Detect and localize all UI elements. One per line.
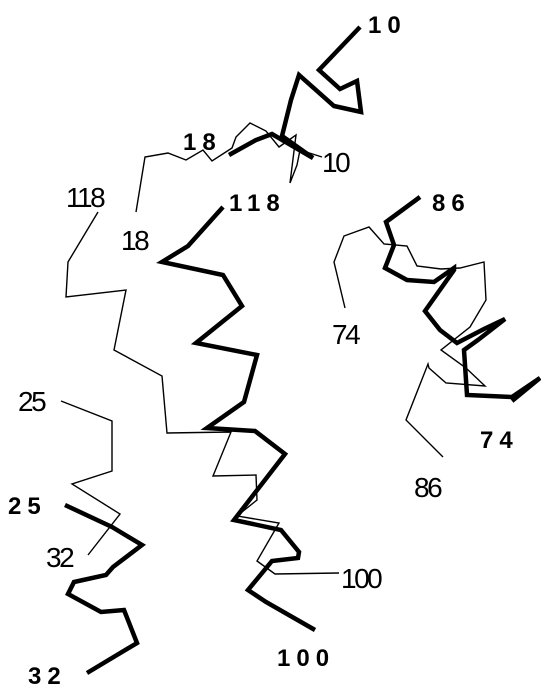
- thin-labels: 10 118 18 74 25 86 32 100: [18, 147, 445, 594]
- bold-trace-segment-10-18: [227, 25, 364, 160]
- bold-trace-helix-118-100: [156, 205, 317, 632]
- bold-trace-segment-86-74: [382, 195, 541, 403]
- bold-trace-group: [64, 25, 541, 675]
- thin-trace-segment-74-86: [333, 226, 487, 458]
- thin-trace-segment-10-18: [135, 122, 323, 213]
- thin-label-25: 25: [18, 386, 46, 417]
- thin-label-100: 100: [341, 563, 382, 594]
- bold-label-100: 100: [277, 645, 335, 672]
- thin-label-18: 18: [121, 225, 149, 256]
- thin-trace-helix-118-100: [65, 211, 340, 575]
- thin-trace-group: [60, 122, 487, 575]
- bold-label-10: 10: [368, 12, 407, 39]
- thin-label-32: 32: [46, 542, 74, 573]
- thin-label-86: 86: [414, 472, 442, 503]
- bold-label-18: 18: [183, 129, 222, 156]
- bold-labels: 10 18 118 86 74 25 100 32: [8, 12, 519, 689]
- bold-label-86: 86: [432, 190, 471, 217]
- thin-label-118: 118: [66, 182, 105, 213]
- bold-label-25: 25: [8, 493, 47, 520]
- bold-trace-segment-25-32: [64, 502, 147, 675]
- bold-label-32: 32: [28, 663, 67, 689]
- thin-label-10: 10: [322, 147, 350, 178]
- bold-label-118: 118: [229, 190, 286, 217]
- thin-label-74: 74: [332, 319, 360, 350]
- bold-label-74: 74: [480, 427, 519, 454]
- thin-trace-segment-25-32: [60, 400, 122, 556]
